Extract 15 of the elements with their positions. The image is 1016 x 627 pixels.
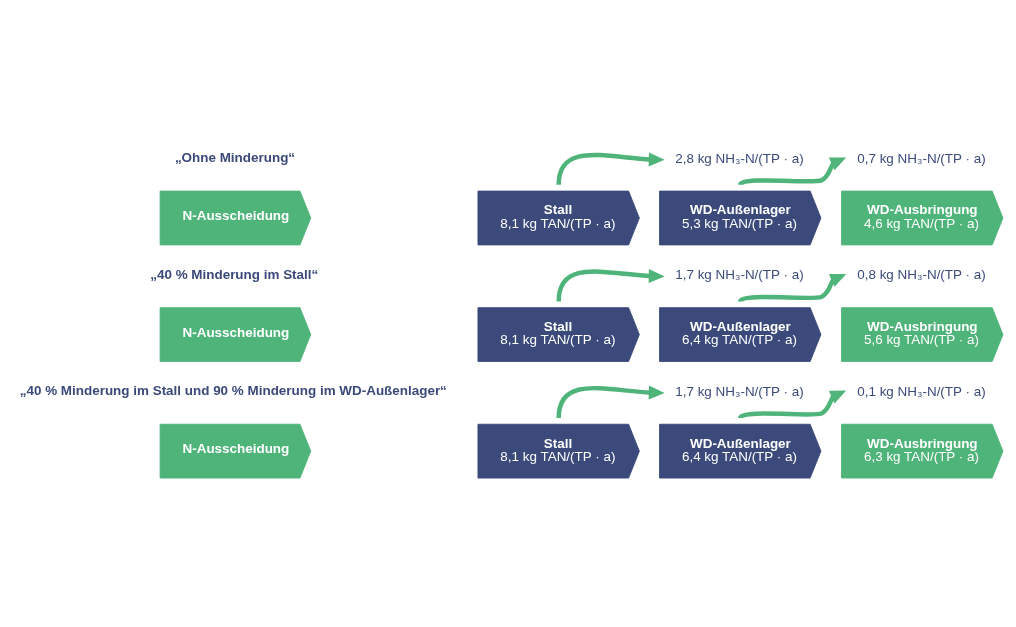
label: „Ohne Minderung“ [174,149,296,165]
node-text: 1,7 kg NH₃-N/(TP · a) [675,383,804,399]
arrow [556,385,665,419]
label: „40 % Minderung im Stall und 90 % Minderung im WD-Außenlager“ [19,383,447,399]
node-text: 0,1 kg NH₃-N/(TP · a) [857,383,986,399]
node-text: 1,7 kg NH₃-N/(TP · a) [675,267,804,283]
label: „40 % Minderung im Stall“ [150,266,319,282]
arrow [738,274,847,303]
arrow [556,269,665,302]
node-text: 0,7 kg NH₃-N/(TP · a) [857,150,986,166]
arrow [738,157,847,187]
node-text: 0,8 kg NH₃-N/(TP · a) [857,267,986,283]
arrow [738,390,847,420]
arrow [556,152,665,186]
node-text: 2,8 kg NH₃-N/(TP · a) [675,150,804,166]
